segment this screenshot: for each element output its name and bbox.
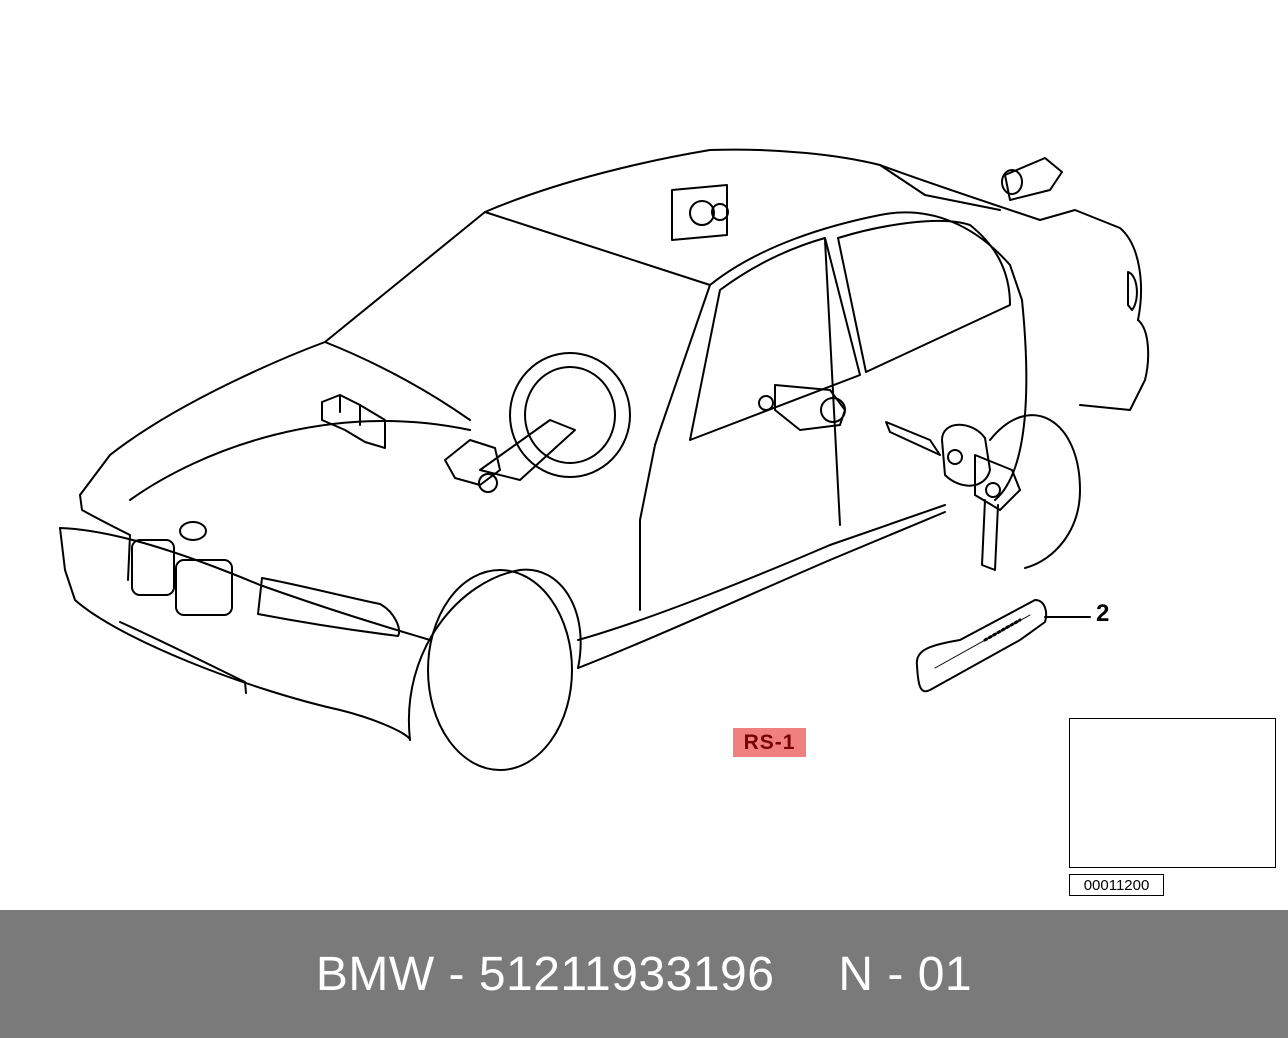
position-text: N - 01	[838, 947, 973, 1001]
thumbnail-id: 00011200	[1069, 874, 1164, 896]
key-code-tag	[915, 599, 1091, 693]
ignition-lock-cylinder	[444, 439, 501, 493]
rs-badge: RS-1	[733, 728, 806, 757]
steering-wheel	[479, 352, 631, 481]
hood-latch-bracket	[321, 394, 386, 449]
callout-number: 2	[1096, 600, 1110, 627]
car-illustration	[59, 148, 1150, 771]
footer-bar: BMW - 51211933196 N - 01	[0, 910, 1288, 1038]
part-number-text: BMW - 51211933196	[315, 947, 775, 1001]
lock-with-gear	[671, 184, 729, 241]
ignition-keys	[885, 421, 1021, 571]
thumbnail-frame	[1069, 718, 1276, 868]
door-lock-cylinder	[758, 384, 846, 431]
trunk-lock-cylinder	[1001, 157, 1063, 201]
